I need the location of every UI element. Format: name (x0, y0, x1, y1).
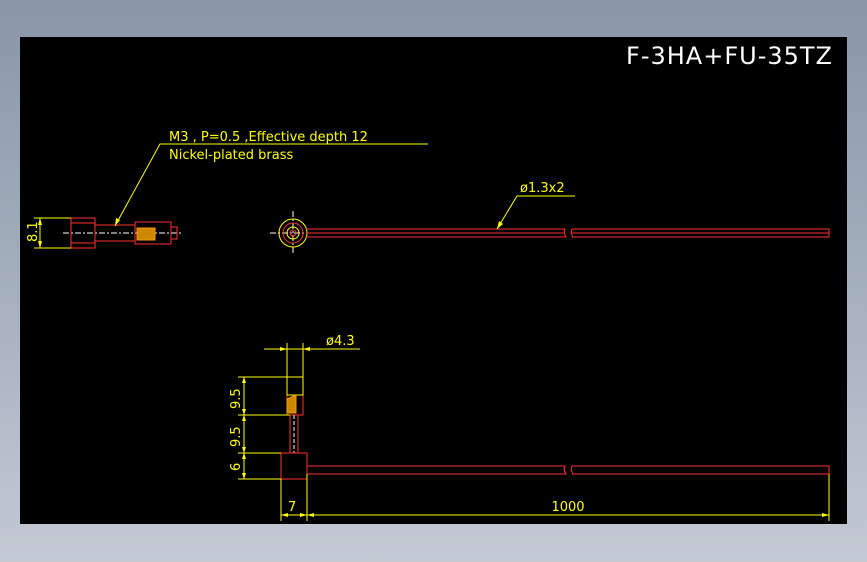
front-tip-hatch (286, 394, 297, 414)
callout-leader (114, 143, 428, 227)
dim-arrows (242, 377, 246, 479)
front-base (280, 452, 308, 480)
dim-len-c: 6 (229, 463, 244, 471)
dim-arrows (38, 218, 42, 248)
head-mid-circle (282, 222, 304, 244)
callout-spec: M3 , P=0.5 ,Effective depth 12 (169, 130, 368, 145)
cad-drawing: F-3HA+FU-35TZ M3 , P=0.5 ,Effective dept… (26, 42, 833, 521)
front-cable-left (307, 465, 567, 475)
front-tip-upper (286, 376, 304, 396)
dim-fiber-diameter: ø1.3x2 (520, 181, 565, 196)
drawing-canvas: F-3HA+FU-35TZ M3 , P=0.5 ,Effective dept… (20, 37, 847, 524)
dim-head-diameter: ø4.3 (326, 334, 355, 349)
dim-base-width: 7 (288, 500, 296, 515)
leader-arrow (115, 218, 120, 226)
dim-fiber-length: 1000 (551, 500, 584, 515)
fiber-leader (496, 195, 575, 230)
sensor-head-side-view: M3 , P=0.5 ,Effective depth 12 Nickel-pl… (26, 130, 428, 249)
dim-len-a: 9.5 (229, 388, 244, 409)
cable-break-mark (563, 465, 574, 475)
fiber-top-view: ø1.3x2 (270, 181, 830, 255)
dim-arrows (280, 347, 310, 351)
fiber-tip (170, 226, 178, 240)
dim-len-b: 9.5 (229, 426, 244, 447)
drawing-title: F-3HA+FU-35TZ (626, 42, 833, 70)
tip-hatch (136, 227, 156, 241)
sensor-front-view: ø4.3 9.5 9.5 6 7 1000 (229, 334, 830, 521)
front-cable-right (572, 465, 830, 475)
leader-arrow (497, 221, 503, 229)
callout-material: Nickel-plated brass (169, 148, 293, 163)
cable-break-mark (563, 228, 574, 238)
head-inner-circle (286, 226, 300, 240)
dim-head-height: 8.1 (26, 221, 41, 242)
fiber-core-circle (289, 229, 297, 237)
